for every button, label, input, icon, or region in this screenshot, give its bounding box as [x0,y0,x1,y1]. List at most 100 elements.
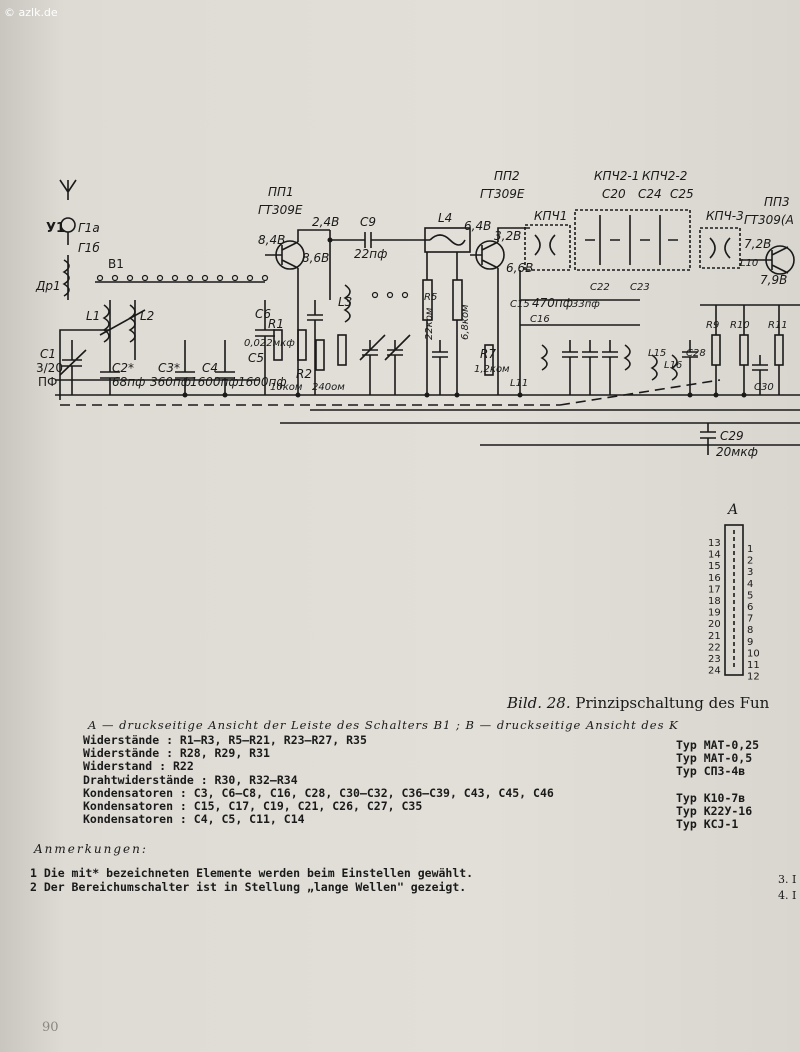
parts-line: Kondensatoren : C15, C17, C19, C21, C26,… [83,799,423,814]
voltage-3: 2,4В [312,215,339,229]
connector-pin-label: 16 [708,573,721,584]
connector-pin-label: 4 [747,579,753,590]
connector-pin-label: 14 [708,550,721,561]
pf-label: ПФ [38,375,57,389]
type-line: Typ MAT-0,25 [676,738,760,752]
l16-label: L16 [664,360,682,371]
connector-pin-label: 18 [708,596,721,607]
voltage-4: 6,4В [464,219,491,233]
parts-list: Widerstände : R1—R3, R5—R21, R23—R27, R3… [83,733,554,826]
parts-line: Kondensatoren : C3, C6—C8, C16, C28, C30… [83,785,554,800]
c15-label: C15 [510,299,530,310]
wires [55,179,800,676]
c5-value: 1600пф [238,375,287,389]
transistor-2-name: ПП2 [494,169,520,183]
connector-pin-label: 21 [708,631,721,642]
connector-pin-label: 9 [747,637,753,648]
page-number: 90 [42,1020,59,1035]
junction-dots [182,237,747,398]
c5-label: C5 [248,351,264,365]
connector-pin-label: 17 [708,584,721,595]
transistor-3-type: ГТ309(А [744,213,794,227]
connector-pin-label: 6 [747,602,753,613]
type-line: Typ K22У-16 [676,804,753,819]
c16-label: C16 [530,314,550,325]
connector-pin-label: 8 [747,625,753,636]
r5-value: 22ком [424,307,435,340]
type-line: Typ СП3-4в [676,764,746,779]
r1-value: 10ком [270,382,303,393]
c22-label: C22 [590,282,610,293]
transistor-2-type: ГТ309Е [480,187,525,201]
kpch1-label: КПЧ1 [534,209,567,223]
r5-label: R5 [424,292,437,303]
voltage-1: 8,4В [258,233,285,247]
c9-label: C9 [360,215,376,229]
connector-pin-label: 10 [747,648,760,659]
r1-label: R1 [268,317,284,331]
g1a-label: Г1а [78,221,100,235]
r2-value: 240ом [312,382,345,393]
note-line: 2 Der Bereichumschalter ist in Stellung … [30,880,467,894]
voltage-6: 6,6В [506,261,533,275]
c29-value: 20мкф [716,445,758,459]
voltage-8: 7,9В [760,273,787,287]
r2-label: R2 [296,367,312,381]
c4-label: C4 [202,361,218,375]
c6-label: C6 [255,307,271,321]
connector-pin-label: 7 [747,614,753,625]
r7-value: 1,2ком [474,364,510,375]
transistor-1-type: ГТ309Е [258,203,303,217]
r9-label: R9 [706,320,719,331]
notes-heading: Anmerkungen: [34,842,148,856]
c15-value: 470пф [532,296,573,310]
connector-pin-label: 1 [747,544,753,555]
c30-label: C30 [754,382,774,393]
c25-label: C25 [670,187,694,201]
voltage-7: 7,2В [744,237,771,251]
parts-line: Drahtwiderstände : R30, R32—R34 [83,772,298,787]
schematic-labels: У1 Г1а Г1б Др1 B1 C1 3/20 ПФ L1 L2 C2* 6… [35,169,794,459]
g1b-label: Г1б [78,241,100,255]
circuit-schematic: У1 Г1а Г1б Др1 B1 C1 3/20 ПФ L1 L2 C2* 6… [35,169,800,683]
c6-value: 0,022мкф [244,338,295,349]
c3-value: 360пф [150,375,191,389]
margin-mark: 3. I [778,873,797,886]
margin-marks: 3. I 4. I [778,872,796,904]
connector-pin-label: 22 [708,642,721,653]
notes-list: 1 Die mit* bezeichneten Elemente werden … [30,866,473,894]
r11-label: R11 [768,320,788,331]
type-line: Typ MAT-0,5 [676,751,753,766]
c24-label: C24 [638,187,662,201]
parts-line: Widerstände : R28, R29, R31 [83,746,270,761]
connector-pin-label: 5 [747,590,753,601]
connector-pin-label: 19 [708,608,721,619]
connector-pin-label: 15 [708,561,721,572]
l1-label: L1 [86,309,100,323]
connector-pin-label: 23 [708,654,721,665]
voltage-5: 3,2В [494,229,521,243]
figure-title: Prinzipschaltung des Fun [570,694,770,712]
type-line: Typ KCJ-1 [676,817,739,832]
watermark: © azlk.de [4,6,58,19]
c1-label: C1 [40,347,56,361]
c22-value: 33пф [572,299,600,310]
figure-legend: A — druckseitige Ansicht der Leiste des … [88,718,679,732]
connector-pin-label: 24 [708,666,721,677]
b1-label: B1 [108,257,124,271]
l2-label: L2 [140,309,154,323]
parts-line: Widerstände : R1—R3, R5—R21, R23—R27, R3… [83,733,367,747]
l4-label: L4 [438,211,452,225]
l10-label: L10 [740,258,758,269]
connector-pin-label: 11 [747,660,760,671]
kpch3-label: КПЧ-3 [706,209,744,223]
voltage-2: 8,6В [302,251,329,265]
l15-label: L15 [648,348,666,359]
transistor-3-name: ПП3 [764,195,790,209]
c28-label: C28 [686,348,706,359]
r10-label: R10 [730,320,750,331]
c23-label: C23 [630,282,650,293]
